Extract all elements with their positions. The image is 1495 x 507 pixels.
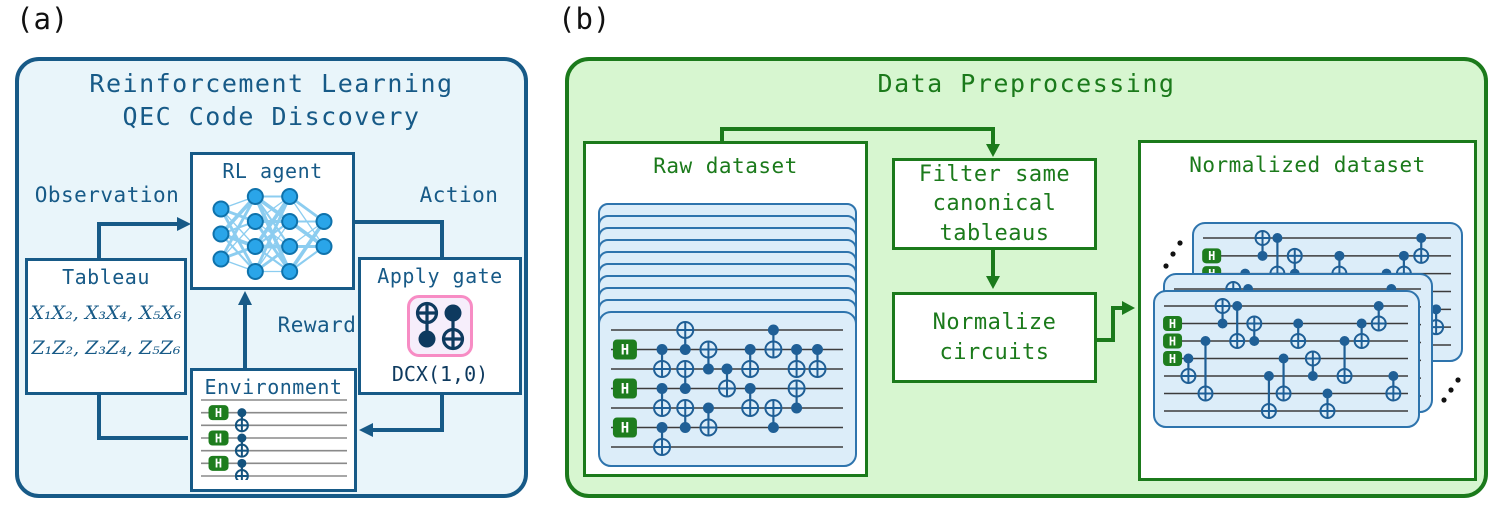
dcx-gate-icon [407, 295, 473, 357]
arrowhead-to-normalized [1122, 301, 1135, 315]
arrowhead-to-environment [359, 423, 373, 437]
dcx-gate-label: DCX(1,0) [391, 362, 489, 386]
svg-text:H: H [1169, 317, 1176, 331]
neural-network-icon [212, 188, 333, 280]
environment-circuit-icon: HHH [201, 399, 347, 480]
ellipsis-bottom-right-icon [1441, 377, 1461, 403]
arrowhead-reward [238, 291, 252, 305]
tableau-title: Tableau [62, 265, 150, 289]
arrowhead-to-normalize [986, 276, 1000, 289]
tableau-box: Tableau X₁X₂, X₃X₄, X₅X₆ Z₁Z₂, Z₃Z₄, Z₅Z… [25, 258, 187, 395]
filter-box: Filter same canonical tableaus [892, 158, 1097, 250]
action-label: Action [419, 183, 499, 207]
normalized-dataset-box: Normalized dataset HHH HHH HHH [1138, 140, 1477, 481]
raw-dataset-box: Raw dataset H H H [583, 141, 868, 477]
observation-label: Observation [34, 183, 180, 207]
svg-text:H: H [621, 382, 629, 398]
svg-text:H: H [1208, 249, 1215, 263]
panel-a-title: Reinforcement Learning QEC Code Discover… [19, 68, 524, 133]
tableau-z-stabilizers: Z₁Z₂, Z₃Z₄, Z₅Z₆ [31, 337, 181, 359]
raw-circuit-card: H H H [598, 311, 857, 467]
svg-text:H: H [621, 343, 629, 359]
raw-circuit-icon: H H H [611, 321, 843, 456]
arrowhead-observation [177, 217, 191, 231]
panel-b-label: (b) [558, 2, 611, 36]
panel-b-title: Data Preprocessing [877, 69, 1176, 98]
panel-a-title-line1: Reinforcement Learning [89, 69, 454, 98]
filter-line1: Filter same [918, 162, 1071, 188]
panel-a-label: (a) [16, 2, 69, 36]
svg-text:H: H [621, 421, 629, 437]
rl-agent-box: RL agent [190, 152, 355, 290]
normalize-line1: Normalize [932, 310, 1057, 336]
apply-gate-box: Apply gate DCX(1,0) [358, 257, 522, 395]
svg-text:H: H [215, 431, 222, 445]
svg-text:H: H [1169, 334, 1176, 348]
rl-agent-title: RL agent [222, 159, 323, 183]
tableau-x-stabilizers: X₁X₂, X₃X₄, X₅X₆ [30, 302, 182, 324]
raw-dataset-title: Raw dataset [653, 154, 798, 178]
svg-text:H: H [1169, 352, 1176, 366]
normalized-circuit-icon: HHH [1163, 298, 1408, 419]
environment-title: Environment [204, 375, 343, 399]
apply-gate-title: Apply gate [377, 264, 503, 288]
ellipsis-top-left-icon [1163, 240, 1183, 269]
reward-label: Reward [277, 313, 357, 337]
filter-line2: canonical [932, 191, 1057, 217]
arrowhead-to-filter [986, 144, 1000, 157]
normalized-dataset-title: Normalized dataset [1189, 153, 1426, 177]
svg-text:H: H [215, 406, 222, 420]
svg-text:H: H [215, 457, 222, 471]
normalize-box: Normalize circuits [892, 292, 1097, 383]
normalize-line2: circuits [939, 339, 1050, 365]
panel-a-title-line2: QEC Code Discovery [122, 101, 421, 131]
filter-line3: tableaus [939, 220, 1050, 246]
panel-a: Reinforcement Learning QEC Code Discover… [15, 57, 528, 498]
